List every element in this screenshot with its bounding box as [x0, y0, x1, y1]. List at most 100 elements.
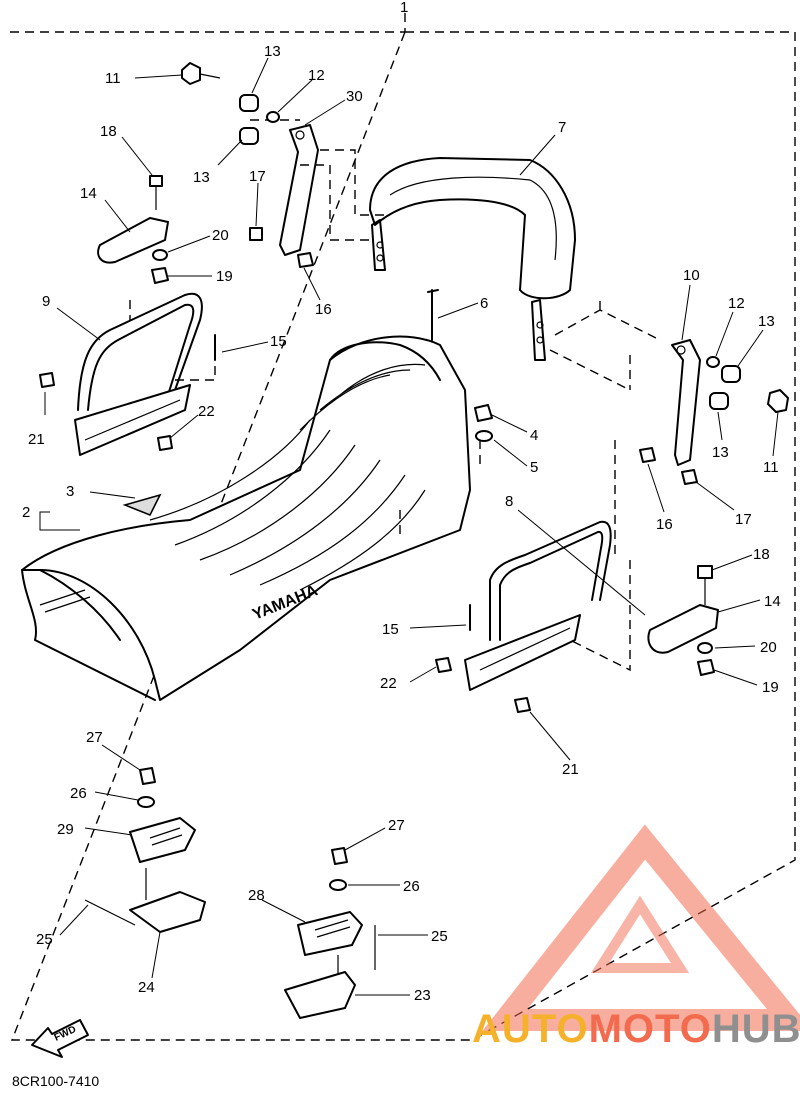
bolt-icon — [697, 565, 713, 579]
clamp-icon — [97, 217, 169, 264]
callout-11-right: 11 — [763, 459, 779, 476]
callout-17-left: 17 — [249, 168, 266, 185]
base-plate-icon — [129, 891, 206, 933]
collar-icon — [239, 127, 259, 145]
hardware-parts — [39, 62, 789, 713]
callout-29: 29 — [57, 821, 74, 838]
washer-icon — [329, 879, 347, 891]
left-grab-rail-part — [74, 292, 216, 456]
callout-6: 6 — [480, 295, 488, 312]
svg-text:AUTOMOTOHUB: AUTOMOTOHUB — [472, 1007, 800, 1051]
callout-15-right: 15 — [382, 621, 399, 638]
collar-icon — [239, 94, 259, 112]
nut-icon — [697, 659, 715, 676]
nut-icon — [639, 447, 656, 463]
callout-5: 5 — [530, 459, 538, 476]
callout-22-left: 22 — [198, 403, 215, 420]
right-grab-rail-part — [464, 440, 631, 691]
nut-icon — [435, 657, 452, 673]
callout-18-right: 18 — [753, 546, 770, 563]
callout-16-left: 16 — [315, 301, 332, 318]
callout-14-right: 14 — [764, 593, 781, 610]
cap-nut-icon — [331, 847, 348, 865]
callout-21-right: 21 — [562, 761, 579, 778]
backrest-part — [369, 157, 576, 361]
cover-plate-icon — [129, 817, 196, 863]
left-bracket-part — [250, 119, 385, 256]
bolt-icon — [681, 469, 698, 485]
callout-23: 23 — [414, 987, 431, 1004]
callout-17-right: 17 — [735, 511, 752, 528]
watermark-triangle-icon — [482, 824, 800, 1031]
washer-icon — [266, 111, 280, 123]
callout-18-left: 18 — [100, 123, 117, 140]
nut-icon — [151, 267, 169, 284]
callout-21-left: 21 — [28, 431, 45, 448]
bolt-icon — [149, 175, 163, 187]
collar-icon — [721, 365, 741, 383]
callout-labels: 1 2 3 4 5 6 7 8 9 10 11 11 12 12 13 13 1… — [22, 0, 781, 1004]
washer-icon — [706, 356, 720, 368]
nut-icon — [474, 404, 493, 422]
bolt-icon — [249, 227, 263, 241]
nut-icon — [297, 252, 314, 268]
callout-26-left: 26 — [70, 785, 87, 802]
watermark-inner-triangle-icon — [590, 895, 690, 973]
callout-28: 28 — [248, 887, 265, 904]
watermark-word-moto: MOTO — [589, 1007, 712, 1051]
callout-25-right: 25 — [431, 928, 448, 945]
assembly-boundary — [10, 8, 796, 1041]
callout-1: 1 — [400, 0, 408, 16]
bolt-icon — [39, 372, 55, 388]
forward-arrow-icon: FWD — [31, 1019, 89, 1058]
callout-11-left: 11 — [105, 70, 121, 87]
base-plate-icon — [284, 971, 356, 1019]
callout-8: 8 — [505, 493, 513, 510]
callout-13-mid: 13 — [193, 169, 210, 186]
watermark-word-hub: HUB — [712, 1007, 800, 1051]
callout-9: 9 — [42, 293, 50, 310]
callout-13-top: 13 — [264, 43, 281, 60]
bolt-icon — [514, 697, 531, 713]
washer-icon — [697, 642, 713, 654]
callout-7: 7 — [558, 119, 566, 136]
callout-19-left: 19 — [216, 268, 233, 285]
callout-20-left: 20 — [212, 227, 229, 244]
callout-27-left: 27 — [86, 729, 103, 746]
collar-icon — [709, 392, 729, 410]
callout-2: 2 — [22, 504, 30, 521]
callout-14-left: 14 — [80, 185, 97, 202]
callout-13-lower: 13 — [712, 444, 729, 461]
callout-19-right: 19 — [762, 679, 779, 696]
drawing-code: 8CR100-7410 — [12, 1073, 99, 1089]
lower-mount-parts — [84, 767, 376, 1019]
clamp-icon — [647, 604, 719, 654]
callout-13-right: 13 — [758, 313, 775, 330]
callout-12-right: 12 — [728, 295, 745, 312]
nut-icon — [157, 435, 173, 451]
callout-4: 4 — [530, 427, 538, 444]
knob-bolt-icon — [767, 389, 789, 413]
callout-10: 10 — [683, 267, 700, 284]
callout-22-right: 22 — [380, 675, 397, 692]
callout-20-right: 20 — [760, 639, 777, 656]
callout-15-left: 15 — [270, 333, 287, 350]
cap-nut-icon — [139, 767, 156, 785]
right-bracket-part — [549, 300, 701, 466]
watermark-logo: AUTOMOTOHUB — [472, 824, 800, 1051]
seat-emblem-icon — [122, 493, 162, 517]
callout-25-left: 25 — [36, 931, 53, 948]
wire-icon — [427, 289, 439, 341]
callout-27-right: 27 — [388, 817, 405, 834]
washer-icon — [137, 796, 155, 808]
leader-lines — [39, 57, 779, 996]
callout-30: 30 — [346, 88, 363, 105]
callout-12-left: 12 — [308, 67, 325, 84]
knob-bolt-icon — [181, 62, 201, 85]
callout-24: 24 — [138, 979, 155, 996]
washer-icon — [475, 430, 493, 442]
watermark-word-auto: AUTO — [472, 1007, 589, 1051]
washer-icon — [152, 249, 168, 261]
callout-16-right: 16 — [656, 516, 673, 533]
